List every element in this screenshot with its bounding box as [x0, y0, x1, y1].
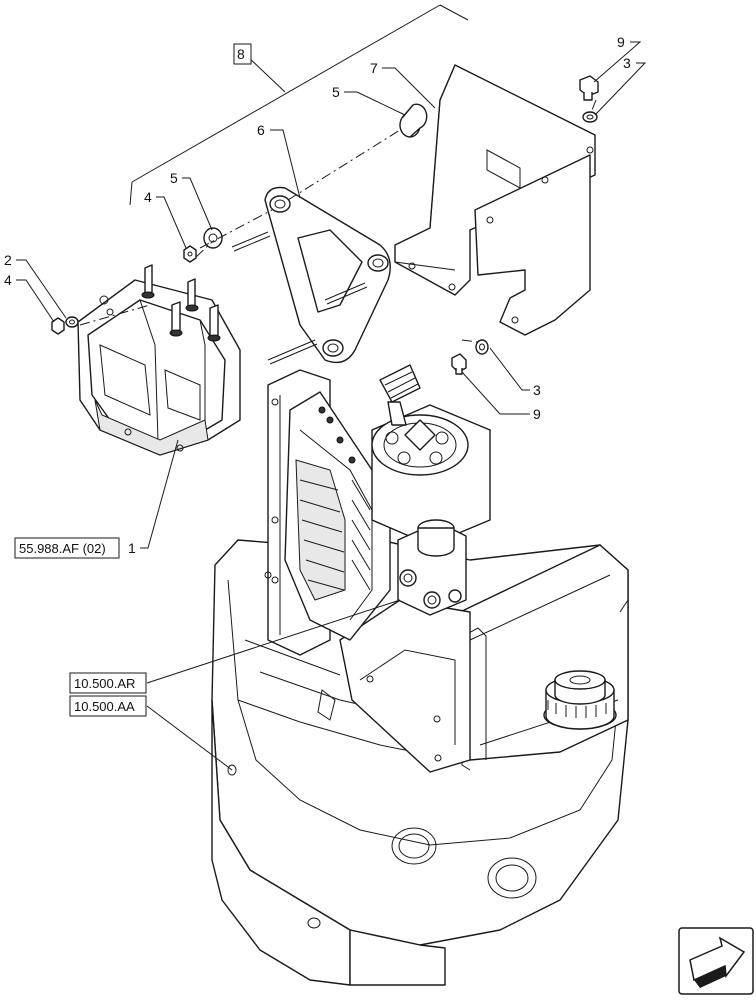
assembly-axis-lines: [79, 99, 597, 343]
reference-boxes: 55.988.AF (02) 10.500.AR 10.500.AA: [14, 537, 147, 717]
valve-block: [397, 519, 467, 616]
callout-labels: 8 9 3 7 5 6 5 4 2 4 1 3 9: [4, 34, 631, 556]
ref-aa-label[interactable]: 10.500.AA: [74, 699, 135, 714]
callout-6: 6: [257, 122, 265, 138]
callout-5-top: 5: [332, 84, 340, 100]
callout-1: 1: [128, 540, 136, 556]
ref-ar-label[interactable]: 10.500.AR: [74, 676, 135, 691]
callout-7: 7: [370, 60, 378, 76]
motor-top: [371, 364, 491, 546]
callout-3-bottom: 3: [533, 382, 541, 398]
part-7-bracket: [394, 64, 596, 336]
part-4-nut-lower: [51, 317, 65, 335]
valve-stems: [141, 264, 221, 342]
part-6-mounting-plate: [264, 186, 391, 364]
control-module: [284, 391, 391, 641]
callout-4-lower: 4: [4, 272, 12, 288]
part-1-valve-assembly: [77, 264, 241, 456]
ref-box-ar[interactable]: [69, 672, 147, 694]
part-4-nut-left: [183, 245, 197, 263]
callout-9-top: 9: [617, 34, 625, 50]
part-5-spacer-top: [399, 103, 428, 138]
part-9-bolt-top: [579, 75, 599, 101]
callout-5-left: 5: [170, 170, 178, 186]
group-8-bracket-lines: [129, 4, 469, 206]
callout-2: 2: [4, 252, 12, 268]
callout-3-top: 3: [623, 55, 631, 71]
filler-cap: [543, 670, 617, 730]
next-page-arrow-icon[interactable]: [678, 927, 754, 995]
ref-box-valve[interactable]: [14, 537, 120, 559]
group-8-box: [233, 43, 252, 65]
part-3-washer-top: [582, 111, 598, 123]
part-3-washer-bottom: [475, 339, 489, 355]
callout-4-left: 4: [144, 189, 152, 205]
leader-lines: [16, 41, 647, 771]
callout-group-8: 8: [237, 46, 245, 62]
part-2-washer: [65, 316, 79, 328]
callout-9-bottom: 9: [533, 406, 541, 422]
ref-box-aa[interactable]: [69, 695, 147, 717]
part-9-bolt-bottom: [451, 353, 467, 375]
ref-valve-label[interactable]: 55.988.AF (02): [19, 541, 106, 556]
